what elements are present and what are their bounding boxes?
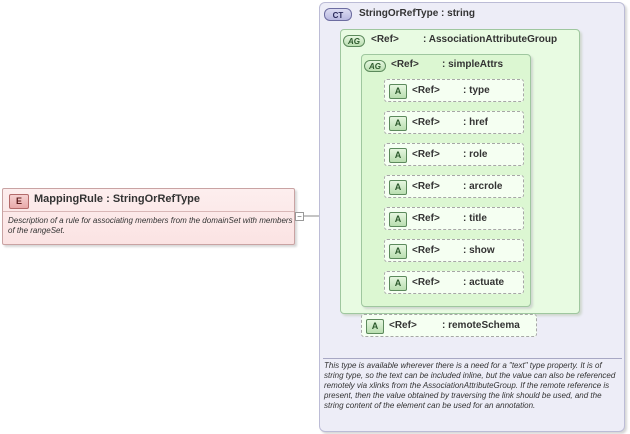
attribute-icon: A (366, 319, 384, 334)
attribute-ref: <Ref> (412, 85, 440, 96)
attribute-icon: A (389, 180, 407, 195)
attribute-actuate[interactable]: A <Ref> : actuate (384, 271, 524, 294)
element-header: E MappingRule : StringOrRefType (3, 189, 294, 212)
attribute-group-name: : AssociationAttributeGroup (423, 34, 558, 45)
complex-type-documentation: This type is available wherever there is… (324, 361, 616, 410)
attribute-ref: <Ref> (389, 320, 417, 331)
complex-type-title: StringOrRefType : string (359, 8, 475, 19)
attribute-href[interactable]: A <Ref> : href (384, 111, 524, 134)
element-title: MappingRule : StringOrRefType (34, 193, 201, 205)
attribute-icon: A (389, 212, 407, 227)
attribute-name: : title (463, 213, 487, 224)
documentation-divider (323, 358, 622, 359)
attribute-group-icon: AG (343, 35, 365, 47)
attribute-group-name: : simpleAttrs (442, 59, 504, 70)
element-icon: E (9, 194, 29, 209)
attribute-ref: <Ref> (412, 181, 440, 192)
attribute-group-ref: <Ref> (371, 34, 399, 45)
attribute-name: : href (463, 117, 488, 128)
attribute-name: : type (463, 85, 490, 96)
attribute-name: : arcrole (463, 181, 503, 192)
attribute-group-ref: <Ref> (391, 59, 419, 70)
attribute-title[interactable]: A <Ref> : title (384, 207, 524, 230)
attribute-icon: A (389, 84, 407, 99)
attribute-ref: <Ref> (412, 149, 440, 160)
attribute-show[interactable]: A <Ref> : show (384, 239, 524, 262)
attribute-icon: A (389, 244, 407, 259)
attribute-name: : remoteSchema (442, 320, 520, 331)
attribute-role[interactable]: A <Ref> : role (384, 143, 524, 166)
attribute-type[interactable]: A <Ref> : type (384, 79, 524, 102)
attribute-icon: A (389, 276, 407, 291)
attribute-name: : actuate (463, 277, 505, 288)
collapse-toggle[interactable]: − (295, 212, 304, 221)
attribute-name: : role (463, 149, 488, 160)
attribute-ref: <Ref> (412, 245, 440, 256)
attribute-icon: A (389, 148, 407, 163)
attribute-ref: <Ref> (412, 117, 440, 128)
attribute-ref: <Ref> (412, 277, 440, 288)
attribute-arcrole[interactable]: A <Ref> : arcrole (384, 175, 524, 198)
complex-type-icon: CT (324, 8, 352, 21)
attribute-name: : show (463, 245, 495, 256)
attribute-group-icon: AG (364, 60, 386, 72)
attribute-remoteschema[interactable]: A <Ref> : remoteSchema (361, 314, 537, 337)
element-mappingrule[interactable]: E MappingRule : StringOrRefType Descript… (2, 188, 295, 245)
attribute-icon: A (389, 116, 407, 131)
element-description: Description of a rule for associating me… (8, 216, 293, 235)
attribute-ref: <Ref> (412, 213, 440, 224)
